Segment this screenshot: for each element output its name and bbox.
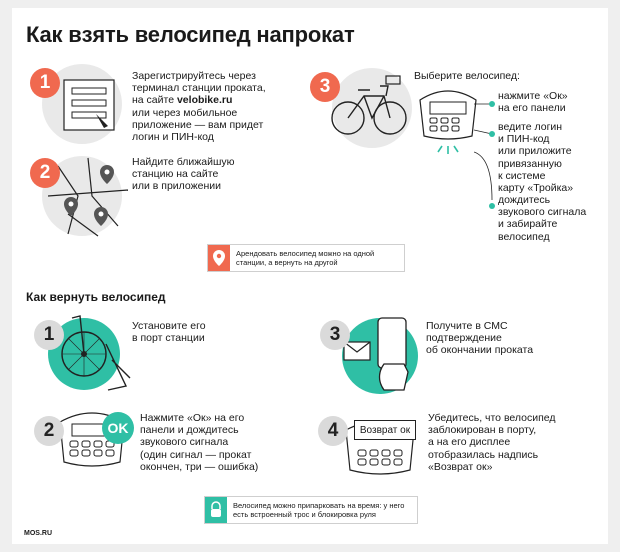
step1-text: Зарегистрируйтесь через терминал станции… <box>132 70 292 143</box>
note-line: Арендовать велосипед можно на одной <box>236 248 375 258</box>
step1-line: приложение — вам придет <box>132 118 264 131</box>
note-text: Велосипед можно припарковать на время: у… <box>233 501 404 520</box>
return-step3-line: Получите в СМС <box>426 320 508 332</box>
bullet-line: привязанную <box>498 157 562 170</box>
step2-line: или в приложении <box>132 180 222 193</box>
step1-line: Зарегистрируйтесь через <box>132 70 256 82</box>
bike-in-dock-icon <box>50 314 134 394</box>
bullet-line: нажмите «Ок» <box>498 90 568 102</box>
step-number-badge: 4 <box>318 416 348 446</box>
bullet-line: велосипед <box>498 230 550 243</box>
bicycle-icon <box>328 72 408 138</box>
map-pin-icon <box>208 245 230 271</box>
bullet-line: звукового сигнала <box>498 206 587 219</box>
site-link[interactable]: velobike.ru <box>176 94 233 107</box>
phone-sms-icon <box>338 312 422 396</box>
return-step3-text: Получите в СМС подтверждение об окончани… <box>426 320 533 357</box>
return-step2-line: панели и дождитесь <box>140 424 239 437</box>
note-line: Велосипед можно припарковать на время: у… <box>233 500 405 510</box>
step3-illustration-bg <box>332 68 412 148</box>
bullet-line: и забирайте <box>498 218 558 231</box>
step-number-badge: 3 <box>310 72 340 102</box>
note-text: Арендовать велосипед можно на одной стан… <box>236 249 374 268</box>
note-box-parking: Велосипед можно припарковать на время: у… <box>204 496 418 524</box>
return-step4-line: заблокирован в порту, <box>428 424 537 437</box>
infographic-card: Как взять велосипед напрокат 1 Зарегистр… <box>12 8 608 544</box>
bullet-line: дождитесь <box>498 194 551 206</box>
step3-bullet-3: дождитесь звукового сигнала и забирайте … <box>498 194 586 243</box>
step-number-badge: 2 <box>34 416 64 446</box>
return-step4-line: Убедитесь, что велосипед <box>428 412 556 424</box>
return-step2-line: Нажмите «Ок» на его <box>140 412 245 424</box>
bullet-connector-lines <box>474 96 498 208</box>
return-section-heading: Как вернуть велосипед <box>26 290 166 304</box>
return-step2-line: звукового сигнала <box>140 436 229 449</box>
ok-button[interactable]: OK <box>102 412 134 444</box>
step3-heading: Выберите велосипед: <box>414 70 520 82</box>
bullet-line: или приложите <box>498 145 572 158</box>
step3-bullet-1: нажмите «Ок» на его панели <box>498 90 568 114</box>
step2-line: станцию на сайте <box>132 168 219 181</box>
page-title: Как взять велосипед напрокат <box>26 22 355 47</box>
return-step2-text: Нажмите «Ок» на его панели и дождитесь з… <box>140 412 258 473</box>
return-step4-line: отобразилась надпись <box>428 448 539 461</box>
display-return-ok-label: Возврат ок <box>354 420 416 440</box>
return-step2-line: окончен, три — ошибка) <box>140 460 259 473</box>
bullet-dot <box>489 101 495 107</box>
return-step3-line: об окончании проката <box>426 344 534 357</box>
step3-bullet-2: ведите логин и ПИН-код или приложите при… <box>498 121 573 194</box>
bullet-dot <box>489 203 495 209</box>
bullet-line: и ПИН-код <box>498 133 550 146</box>
return-step4-line: «Возврат ок» <box>428 460 493 473</box>
registration-form-icon <box>62 78 120 136</box>
bullet-line: ведите логин <box>498 121 563 133</box>
return-step4-line: а на его дисплее <box>428 436 511 449</box>
bullet-line: на его панели <box>498 102 566 115</box>
return-step1-text: Установите его в порт станции <box>132 320 206 344</box>
step-number-badge: 1 <box>34 320 64 350</box>
step1-line: логин и ПИН-код <box>132 131 214 144</box>
step2-line: Найдите ближайшую <box>132 156 235 168</box>
bullet-line: карту «Тройка» <box>498 182 574 195</box>
footer-logo: MOS.RU <box>24 530 52 537</box>
return-step4-text: Убедитесь, что велосипед заблокирован в … <box>428 412 556 473</box>
step1-line-prefix: на сайте <box>132 94 177 107</box>
return-step2-line: (один сигнал — прокат <box>140 448 252 461</box>
bullet-dot <box>489 131 495 137</box>
bike-terminal-panel-icon <box>416 86 480 156</box>
step-number-badge: 2 <box>30 158 60 188</box>
step1-line: терминал станции проката, <box>132 82 266 95</box>
step-number-badge: 3 <box>320 320 350 350</box>
map-pins-icon <box>48 156 128 238</box>
step2-text: Найдите ближайшую станцию на сайте или в… <box>132 156 282 193</box>
note-box-return-other-station: Арендовать велосипед можно на одной стан… <box>207 244 405 272</box>
bullet-line: к системе <box>498 169 546 182</box>
step1-line: или через мобильное <box>132 106 238 119</box>
note-line: есть встроенный трос и блокировка руля <box>233 510 376 519</box>
note-line: станции, а вернуть на другой <box>236 258 338 267</box>
return-step1-line: в порт станции <box>132 332 205 345</box>
step-number-badge: 1 <box>30 68 60 98</box>
return-step3-line: подтверждение <box>426 332 502 345</box>
step1-line: на сайте velobike.ru <box>132 94 292 106</box>
cable-lock-icon <box>205 497 227 523</box>
return-step1-line: Установите его <box>132 320 206 332</box>
